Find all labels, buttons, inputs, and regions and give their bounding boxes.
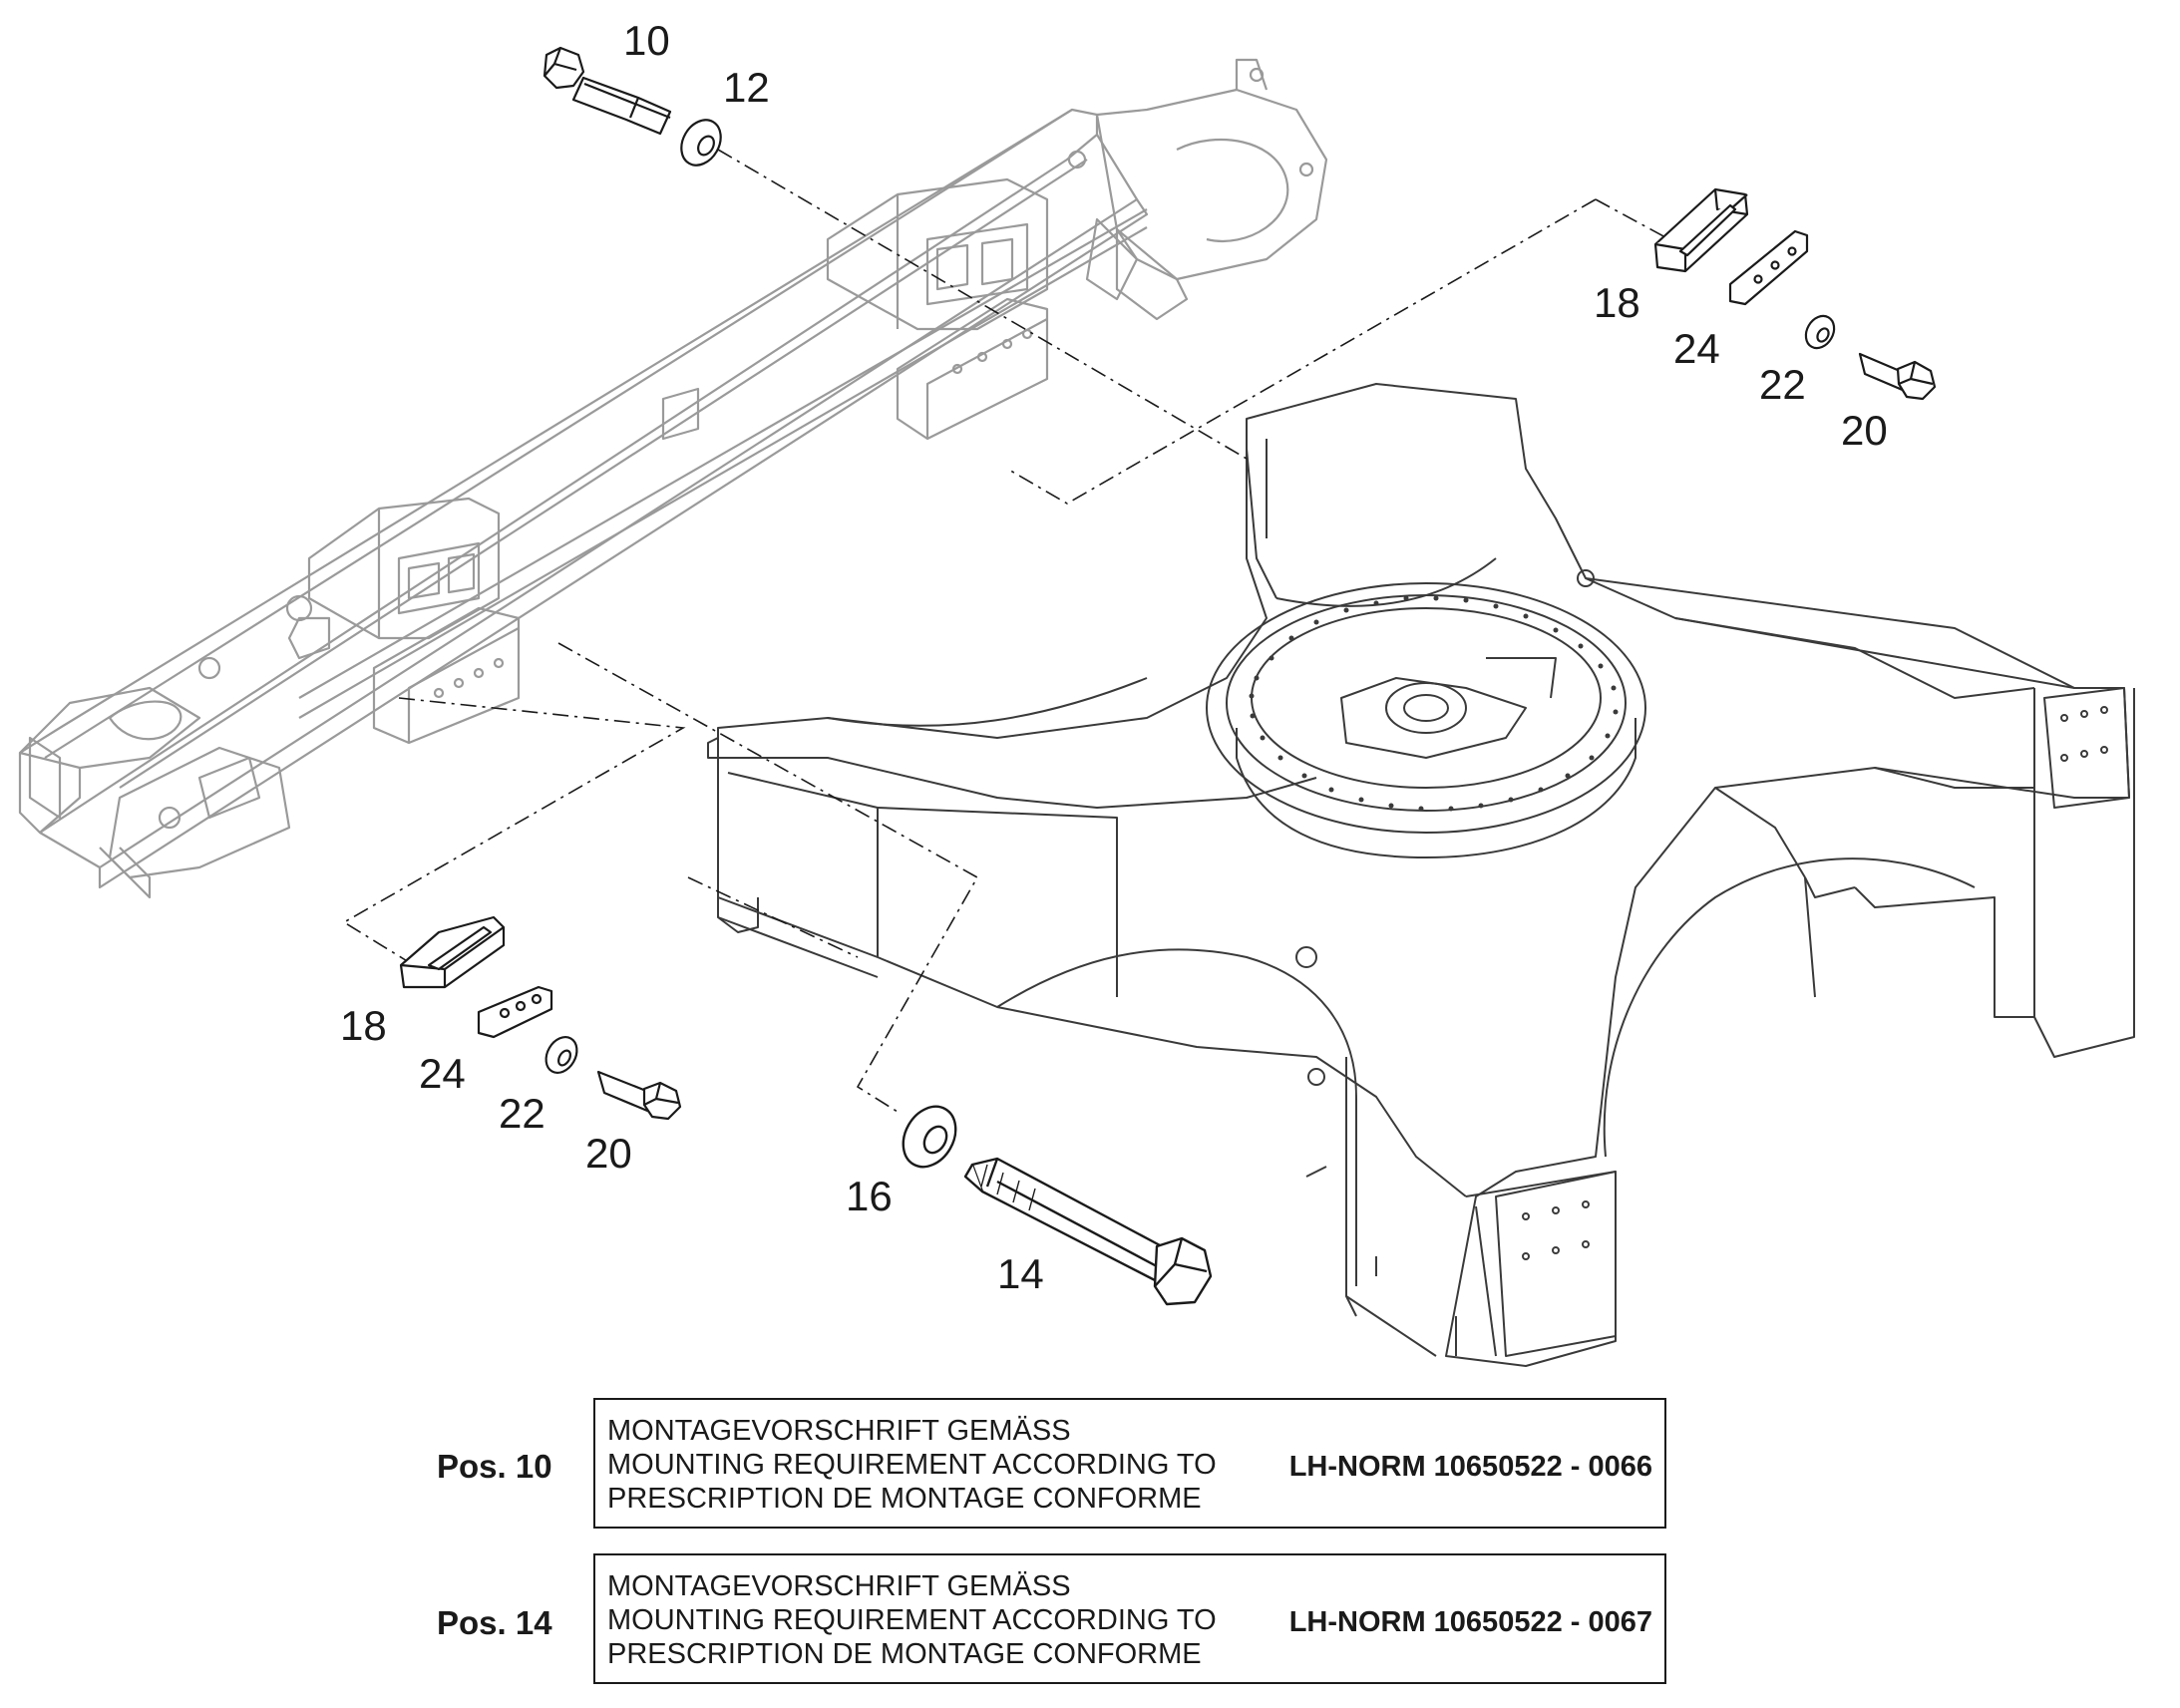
note-line-de: MONTAGEVORSCHRIFT GEMÄSS [607, 1415, 1071, 1447]
part-16-washer [902, 1105, 957, 1169]
callout-14: 14 [997, 1250, 1044, 1297]
pos-label-14: Pos. 14 [437, 1604, 552, 1641]
part-22-washer-right [1804, 314, 1836, 350]
norm-reference-pos-14: LH-NORM 10650522 - 0067 [1288, 1606, 1652, 1638]
callout-16: 16 [846, 1173, 893, 1219]
part-18-pad-right [1653, 187, 1749, 273]
callout-22-right: 22 [1759, 361, 1806, 408]
note-line-en: MOUNTING REQUIREMENT ACCORDING TO [607, 1604, 1217, 1636]
callout-24-left: 24 [419, 1050, 466, 1097]
note-line-de: MONTAGEVORSCHRIFT GEMÄSS [607, 1570, 1071, 1602]
track-frame [18, 58, 1328, 899]
pos-label-10: Pos. 10 [437, 1448, 552, 1485]
ring-bolt-holes [1249, 595, 1619, 812]
undercarriage-carbody [707, 383, 2135, 1367]
callout-10: 10 [623, 17, 670, 64]
note-box-pos-10: MONTAGEVORSCHRIFT GEMÄSS MOUNTING REQUIR… [593, 1398, 1666, 1529]
note-line-fr: PRESCRIPTION DE MONTAGE CONFORME [607, 1638, 1202, 1670]
note-box-pos-14: MONTAGEVORSCHRIFT GEMÄSS MOUNTING REQUIR… [593, 1553, 1666, 1684]
part-22-washer-left [545, 1036, 578, 1074]
part-24-plate-right [1728, 229, 1809, 306]
callout-24-right: 24 [1673, 325, 1720, 372]
callout-22-left: 22 [499, 1090, 545, 1137]
part-10-bolt [543, 46, 672, 136]
part-12-washer [680, 119, 722, 167]
norm-reference-pos-10: LH-NORM 10650522 - 0066 [1288, 1451, 1652, 1483]
part-18-pad-left [399, 915, 506, 989]
assembly-center-lines [342, 149, 1666, 1113]
note-line-fr: PRESCRIPTION DE MONTAGE CONFORME [607, 1483, 1202, 1515]
note-text-pos-10: MONTAGEVORSCHRIFT GEMÄSS MOUNTING REQUIR… [607, 1414, 1217, 1516]
part-24-plate-left [477, 985, 553, 1039]
part-20-bolt-left [596, 1070, 682, 1121]
note-line-en: MOUNTING REQUIREMENT ACCORDING TO [607, 1449, 1217, 1481]
callout-20-right: 20 [1841, 407, 1888, 454]
callout-18-right: 18 [1594, 279, 1640, 326]
callout-12: 12 [723, 64, 770, 111]
part-20-bolt-right [1858, 352, 1937, 401]
callout-20-left: 20 [585, 1130, 632, 1177]
part-14-bolt [963, 1157, 1213, 1306]
callout-18-left: 18 [340, 1002, 387, 1049]
note-text-pos-14: MONTAGEVORSCHRIFT GEMÄSS MOUNTING REQUIR… [607, 1569, 1217, 1671]
